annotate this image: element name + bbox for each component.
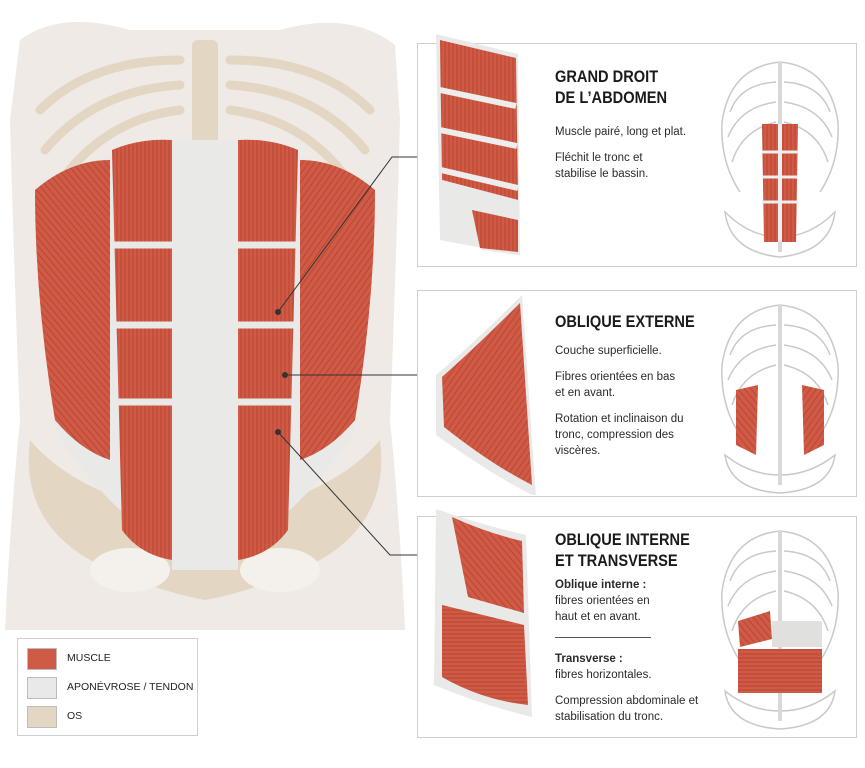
panel-external-oblique: OBLIQUE EXTERNE Couche superficielle. Fi… — [417, 290, 857, 497]
panel-3-footer: Compression abdominale et stabilisation … — [555, 695, 699, 723]
skeleton-internal-oblique-highlight — [721, 530, 839, 730]
panel-2-paragraph-2: Fibres orientées en bas et en avant. — [555, 371, 676, 399]
pointer-dot-internal-oblique — [275, 429, 281, 435]
sternum — [192, 40, 218, 150]
panel-3-section-1-text: fibres orientées en haut et en avant. — [555, 595, 650, 623]
panel-1-title-line-2: DE L’ABDOMEN — [555, 88, 668, 107]
panel-3-section-1-heading: Oblique interne : — [555, 579, 647, 591]
panel-3-title-line-2: ET TRANSVERSE — [555, 551, 678, 570]
skeleton-external-oblique-highlight — [721, 304, 839, 494]
rectus-abdominis — [112, 139, 298, 570]
external-oblique-detail — [436, 295, 536, 495]
torso-illustration — [5, 22, 405, 630]
legend-label-aponeurosis: APONÉVROSE / TENDON — [67, 681, 194, 693]
panel-2-paragraph-1: Couche superficielle. — [555, 345, 662, 357]
panel-1-title-line-1: GRAND DROIT — [555, 67, 659, 86]
rectus-muscle-detail — [436, 34, 520, 255]
internal-oblique-transverse-detail — [434, 509, 532, 717]
panel-3-title-line-1: OBLIQUE INTERNE — [555, 530, 690, 549]
panel-rectus-abdominis: GRAND DROIT DE L’ABDOMEN Muscle pairé, l… — [417, 34, 857, 267]
legend-swatch-bone — [27, 706, 57, 728]
panel-1-paragraph-2: Fléchit le tronc et stabilise le bassin. — [555, 152, 649, 180]
skeleton-rectus-highlight — [721, 61, 839, 258]
pointer-dot-rectus — [275, 309, 281, 315]
legend-swatch-aponeurosis — [27, 677, 57, 699]
panel-3-divider — [555, 637, 651, 638]
legend-swatch-muscle — [27, 648, 57, 670]
panel-3-section-2-heading: Transverse : — [555, 653, 623, 665]
pointer-dot-external-oblique — [282, 372, 288, 378]
panel-3-section-2-text: fibres horizontales. — [555, 669, 652, 681]
external-oblique-left — [35, 160, 110, 460]
panel-internal-oblique-transverse: OBLIQUE INTERNE ET TRANSVERSE Oblique in… — [417, 509, 857, 738]
legend-label-muscle: MUSCLE — [67, 652, 111, 664]
panel-2-title: OBLIQUE EXTERNE — [555, 312, 695, 331]
legend: MUSCLE APONÉVROSE / TENDON OS — [17, 638, 198, 736]
legend-label-bone: OS — [67, 710, 83, 722]
panel-2-paragraph-3: Rotation et inclinaison du tronc, compre… — [555, 413, 684, 457]
panel-1-paragraph-1: Muscle pairé, long et plat. — [555, 126, 687, 138]
